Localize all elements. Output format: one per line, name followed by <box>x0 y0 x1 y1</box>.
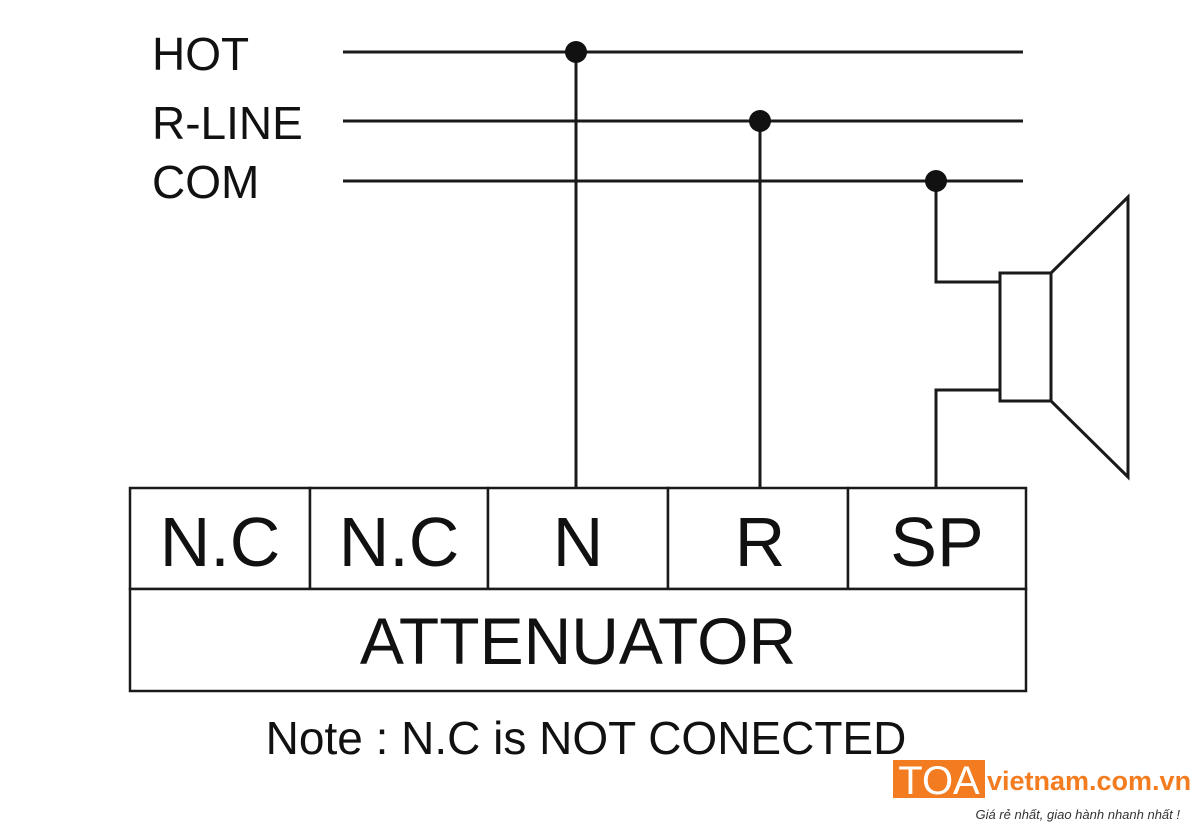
terminal-label-nc-1: N.C <box>160 503 281 581</box>
watermark-logo: TOA vietnam.com.vn Giá rẻ nhất, giao hàn… <box>893 759 1191 822</box>
line-label-hot: HOT <box>152 28 249 80</box>
watermark-brand-box <box>893 760 985 798</box>
terminal-n <box>486 486 670 591</box>
watermark-slogan: Giá rẻ nhất, giao hành nhanh nhất ! <box>975 807 1180 822</box>
watermark-brand: TOA <box>898 759 980 803</box>
wire-speaker-to-sp <box>934 388 1000 488</box>
line-label-r-line: R-LINE <box>152 97 303 149</box>
junction-dot-r-line <box>749 110 771 132</box>
note-text: Note : N.C is NOT CONECTED <box>266 712 907 764</box>
attenuator-label: ATTENUATOR <box>360 604 796 678</box>
terminal-sp <box>846 486 1028 591</box>
terminal-block: N.C N.C N R SP ATTENUATOR <box>128 486 1028 693</box>
attenuator-box <box>128 587 1028 693</box>
terminal-nc-1 <box>128 486 312 591</box>
junction-dot-com <box>925 170 947 192</box>
terminal-label-nc-2: N.C <box>339 503 460 581</box>
junction-dot-hot <box>565 41 587 63</box>
terminal-label-n: N <box>553 503 604 581</box>
terminal-label-sp: SP <box>890 503 983 581</box>
terminal-label-r: R <box>735 503 786 581</box>
speaker-icon <box>998 193 1130 481</box>
watermark-domain: vietnam.com.vn <box>987 766 1191 796</box>
line-label-com: COM <box>152 156 259 208</box>
wire-com-to-speaker <box>934 181 1000 284</box>
